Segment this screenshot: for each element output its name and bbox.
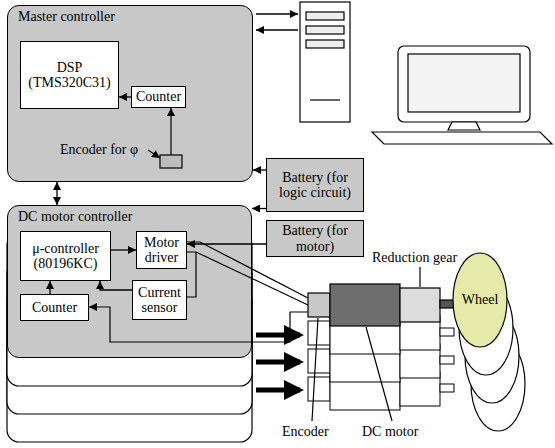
box-label: Wheel	[459, 291, 502, 308]
part-label: Reduction gear	[372, 250, 457, 265]
part-label: Encoder for φ	[60, 142, 138, 157]
encoder-signal	[170, 108, 171, 155]
processor-box: DSP (TMS320C31)	[20, 41, 119, 109]
panel-title: DC motor controller	[8, 206, 251, 227]
encoder-feedback	[89, 307, 308, 342]
sensor-box: Current sensor	[132, 280, 187, 320]
thick-arrows	[256, 335, 300, 390]
sensor-wire	[186, 252, 196, 297]
signal-arrow	[111, 249, 136, 250]
counter-box: Counter	[131, 86, 186, 108]
motor-unit	[308, 284, 454, 326]
signal-arrow	[56, 182, 57, 205]
computer-icon	[300, 2, 552, 144]
signal-arrow	[253, 169, 266, 170]
box-label: Motor driver	[137, 234, 186, 267]
part-label: Encoder	[282, 424, 329, 439]
panel-title: Master controller	[8, 6, 252, 27]
controller-panel: DC motor controller μ-controller (80196KC…	[7, 205, 252, 358]
processor-box: μ-controller (80196KC)	[20, 231, 111, 281]
motor-copies	[308, 312, 454, 410]
box-label: DSP (TMS320C31)	[21, 59, 118, 92]
box-label: Counter	[29, 299, 80, 316]
leader-line	[148, 150, 160, 158]
signal-arrow	[119, 96, 131, 97]
wheel-copies	[459, 281, 525, 431]
battery-box: Battery (for motor)	[266, 220, 364, 257]
box-label: Battery (for logic circuit)	[267, 169, 363, 202]
wheel-ellipse: Wheel	[452, 252, 508, 348]
pc-link-arrows	[256, 14, 298, 30]
encoder-box	[160, 155, 182, 168]
driver-box: Motor driver	[136, 231, 187, 269]
leader-line	[419, 267, 420, 287]
signal-arrow	[252, 208, 266, 209]
motor-wire	[186, 242, 308, 298]
counter-box: Counter	[20, 294, 89, 321]
signal-arrow	[187, 243, 266, 244]
motor-wire	[186, 252, 308, 305]
signal-arrow	[100, 281, 132, 290]
box-label: μ-controller (80196KC)	[21, 240, 110, 273]
box-label: Current sensor	[133, 284, 186, 317]
battery-box: Battery (for logic circuit)	[266, 158, 364, 212]
box-label: Battery (for motor)	[267, 222, 363, 255]
leader-line	[366, 327, 392, 421]
box-label: Counter	[133, 88, 184, 105]
part-label: DC motor	[362, 424, 418, 439]
leader-line	[312, 318, 318, 421]
signal-arrow	[49, 281, 50, 294]
